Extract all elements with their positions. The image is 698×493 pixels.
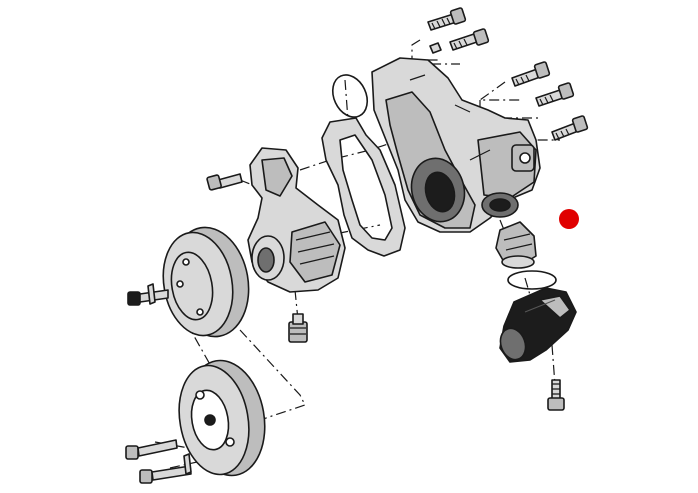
grease-nipple: [288, 313, 308, 343]
pump-bolt: [206, 173, 243, 191]
crank-pulley: [125, 359, 266, 484]
crank-bolt-2: [139, 453, 192, 484]
pump-housing: [371, 57, 541, 233]
thermostat-o-ring: [507, 270, 557, 290]
bolt-right-3: [551, 115, 589, 141]
pump-pulley: [127, 226, 250, 338]
gasket: [321, 117, 406, 257]
crank-bolt-1: [125, 439, 178, 460]
coolant-flange: [499, 287, 577, 363]
thermostat: [495, 221, 537, 269]
flange-bolt: [547, 379, 565, 411]
bolt-upper-1: [427, 7, 467, 31]
right-bolts: [511, 61, 589, 141]
upper-bolts: [427, 7, 490, 54]
bolt-right-2: [535, 82, 575, 107]
red-marker-dot: [559, 209, 579, 229]
pulley-bolt: [127, 283, 169, 306]
o-ring-upper: [331, 74, 369, 118]
bolt-upper-2: [429, 28, 490, 54]
bolt-right-1: [511, 61, 551, 87]
water-pump: [206, 147, 346, 293]
